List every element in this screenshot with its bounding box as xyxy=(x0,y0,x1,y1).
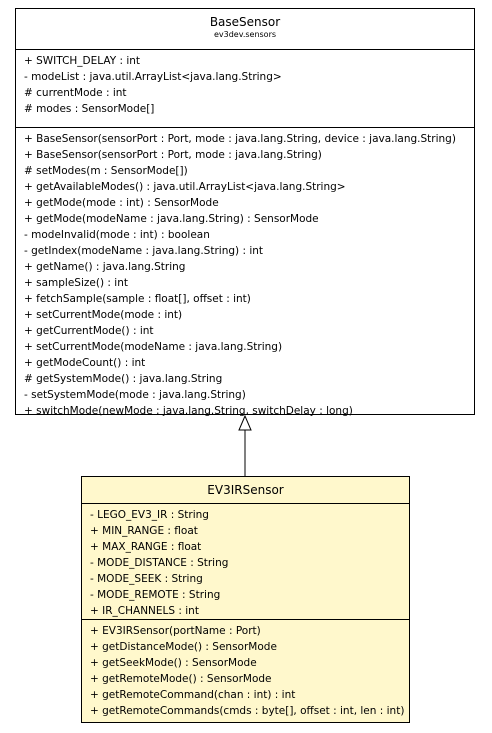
class-name-ev3irsensor: EV3IRSensor xyxy=(207,483,284,497)
operation-row: + switchMode(newMode : java.lang.String,… xyxy=(24,405,353,417)
attribute-row: # currentMode : int xyxy=(24,87,127,99)
class-name-basesensor: BaseSensor xyxy=(209,15,281,29)
generalization-arrowhead xyxy=(238,414,252,431)
operation-row: + EV3IRSensor(portName : Port) xyxy=(90,625,261,637)
operation-row: - modeInvalid(mode : int) : boolean xyxy=(24,229,210,241)
class-header-basesensor: BaseSensor ev3dev.sensors xyxy=(16,9,474,50)
attribute-row: # modes : SensorMode[] xyxy=(24,103,155,115)
operation-row: + getName() : java.lang.String xyxy=(24,261,186,273)
class-box-basesensor: BaseSensor ev3dev.sensors + SWITCH_DELAY… xyxy=(15,8,475,417)
operation-row: + setCurrentMode(modeName : java.lang.St… xyxy=(24,341,283,353)
attribute-row: - MODE_SEEK : String xyxy=(90,573,203,585)
attribute-row: + MAX_RANGE : float xyxy=(90,541,202,553)
attribute-row: + MIN_RANGE : float xyxy=(90,525,198,537)
attribute-row: + IR_CHANNELS : int xyxy=(90,605,199,617)
operation-row: + getAvailableModes() : java.util.ArrayL… xyxy=(24,181,346,193)
operations-section-basesensor: + BaseSensor(sensorPort : Port, mode : j… xyxy=(16,128,474,419)
operation-row: + getRemoteCommands(cmds : byte[], offse… xyxy=(90,705,405,717)
operation-row: + BaseSensor(sensorPort : Port, mode : j… xyxy=(24,149,322,161)
class-box-ev3irsensor: EV3IRSensor - LEGO_EV3_IR : String + MIN… xyxy=(81,476,410,723)
attributes-section-basesensor: + SWITCH_DELAY : int - modeList : java.u… xyxy=(16,50,474,128)
operation-row: # setModes(m : SensorMode[]) xyxy=(24,165,188,177)
operation-row: - setSystemMode(mode : java.lang.String) xyxy=(24,389,246,401)
operation-row: + getModeCount() : int xyxy=(24,357,146,369)
operation-row: + getMode(mode : int) : SensorMode xyxy=(24,197,219,209)
operation-row: + getRemoteMode() : SensorMode xyxy=(90,673,272,685)
class-header-ev3irsensor: EV3IRSensor xyxy=(82,477,409,504)
class-package-basesensor: ev3dev.sensors xyxy=(213,30,277,39)
attribute-row: - modeList : java.util.ArrayList<java.la… xyxy=(24,71,282,83)
operation-row: + getCurrentMode() : int xyxy=(24,325,154,337)
operation-row: + getMode(modeName : java.lang.String) :… xyxy=(24,213,319,225)
operation-row: + sampleSize() : int xyxy=(24,277,128,289)
attributes-section-ev3irsensor: - LEGO_EV3_IR : String + MIN_RANGE : flo… xyxy=(82,504,409,620)
operation-row: # getSystemMode() : java.lang.String xyxy=(24,373,223,385)
operation-row: + BaseSensor(sensorPort : Port, mode : j… xyxy=(24,133,456,145)
attribute-row: - MODE_REMOTE : String xyxy=(90,589,221,601)
operation-row: + getSeekMode() : SensorMode xyxy=(90,657,257,669)
operation-row: + getDistanceMode() : SensorMode xyxy=(90,641,277,653)
operation-row: + setCurrentMode(mode : int) xyxy=(24,309,183,321)
operations-section-ev3irsensor: + EV3IRSensor(portName : Port) + getDist… xyxy=(82,620,409,719)
operation-row: - getIndex(modeName : java.lang.String) … xyxy=(24,245,264,257)
operation-row: + getRemoteCommand(chan : int) : int xyxy=(90,689,296,701)
attribute-row: - LEGO_EV3_IR : String xyxy=(90,509,209,521)
operation-row: + fetchSample(sample : float[], offset :… xyxy=(24,293,251,305)
attribute-row: - MODE_DISTANCE : String xyxy=(90,557,229,569)
attribute-row: + SWITCH_DELAY : int xyxy=(24,55,141,67)
